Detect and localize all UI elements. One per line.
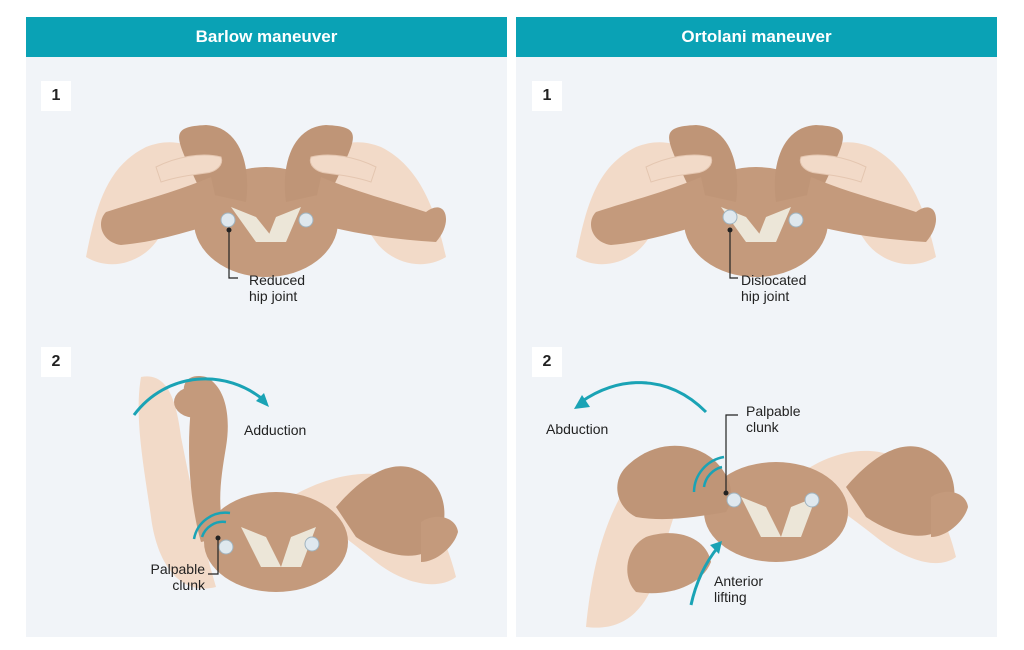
baby-pelvis-step-2: [204, 492, 348, 592]
femoral-head-dislocated: [722, 209, 738, 225]
barlow-step-2-badge: 2: [41, 347, 71, 377]
baby-left-thigh-abducted: [617, 445, 732, 520]
baby-right-lower-leg: [311, 177, 447, 242]
examiner-right-thumb: [799, 154, 867, 183]
barlow-step-2-illustration: [132, 376, 458, 592]
barlow-step-1-leader-line: [228, 230, 238, 279]
examiner-left-thumb: [645, 154, 713, 183]
barlow-illustration: [86, 125, 458, 592]
ortolani-step-1-leader-line: [729, 230, 738, 279]
barlow-panel-title: Barlow maneuver: [26, 17, 507, 57]
baby-right-thigh-step-2: [336, 466, 445, 556]
examiner-left-hand-step-2: [138, 376, 216, 589]
ortolani-step-1-badge: 1: [532, 81, 562, 111]
ortolani-motion-label: Abduction: [546, 421, 609, 437]
barlow-step-1-label: Reduced hip joint: [249, 272, 306, 304]
examiner-left-thumb: [155, 154, 223, 183]
femoral-head-right: [298, 212, 314, 228]
femoral-head-left-step-2: [218, 539, 234, 555]
clunk-arc-inner: [702, 465, 723, 488]
pelvis-bone-right-step-2: [281, 527, 316, 567]
clunk-arc-outer: [692, 455, 725, 493]
femoral-head-left: [220, 212, 236, 228]
pelvis-bone-right: [266, 207, 301, 242]
clunk-arc-inner: [200, 520, 227, 538]
adduction-arrow: [132, 377, 267, 416]
pelvis-bone-left-step-2: [741, 497, 781, 537]
barlow-step-1-illustration: [86, 125, 447, 279]
barlow-step-2-label: Palpable clunk: [150, 561, 206, 593]
anterior-lifting-arrowhead: [710, 541, 722, 554]
baby-right-thigh-step-2: [846, 446, 955, 536]
clunk-arc-outer: [192, 511, 231, 540]
femoral-head-left-step-2: [726, 492, 742, 508]
pelvis-bone-right-step-2: [781, 497, 816, 537]
adduction-arrowhead: [256, 393, 269, 407]
ortolani-panel: Ortolani maneuver 1 2: [516, 17, 997, 637]
baby-left-foot: [174, 386, 218, 418]
baby-right-lower-leg: [801, 177, 937, 242]
abduction-arrow: [580, 381, 708, 414]
barlow-motion-label: Adduction: [244, 422, 307, 438]
pelvis-bone-right: [756, 207, 791, 242]
femoral-head-right-step-2: [804, 492, 820, 508]
examiner-right-thumb: [309, 154, 377, 183]
ortolani-step-2-illustration: [574, 381, 968, 628]
ortolani-step-2-badge: 2: [532, 347, 562, 377]
baby-right-foot-step-2: [931, 491, 968, 537]
pelvis-bone-left: [231, 207, 276, 242]
barlow-step-1-badge: 1: [41, 81, 71, 111]
baby-left-lower-leg-step-2: [627, 533, 711, 594]
pelvis-bone-left-step-2: [241, 527, 281, 567]
ortolani-step-2-leader-line: [725, 414, 738, 493]
barlow-panel: Barlow maneuver 1 2: [26, 17, 507, 637]
baby-left-lower-leg: [591, 177, 711, 245]
ortolani-step-1-illustration: [576, 125, 937, 279]
abduction-arrowhead: [574, 395, 590, 409]
ortolani-step-1-label: Dislocated hip joint: [741, 272, 807, 304]
ortolani-illustration: [574, 125, 968, 628]
ortolani-panel-title: Ortolani maneuver: [516, 17, 997, 57]
femoral-head-right: [788, 212, 804, 228]
femoral-head-right-step-2: [304, 536, 320, 552]
baby-right-foot-step-2: [421, 516, 458, 562]
anterior-lifting-arrow: [689, 546, 720, 606]
baby-pelvis-step-2: [704, 462, 848, 562]
barlow-step-2-leader-line: [208, 538, 219, 575]
ortolani-step-2-label: Palpable clunk: [746, 403, 801, 435]
ortolani-lift-label: Anterior lifting: [714, 573, 764, 605]
baby-left-lower-leg: [101, 177, 221, 245]
